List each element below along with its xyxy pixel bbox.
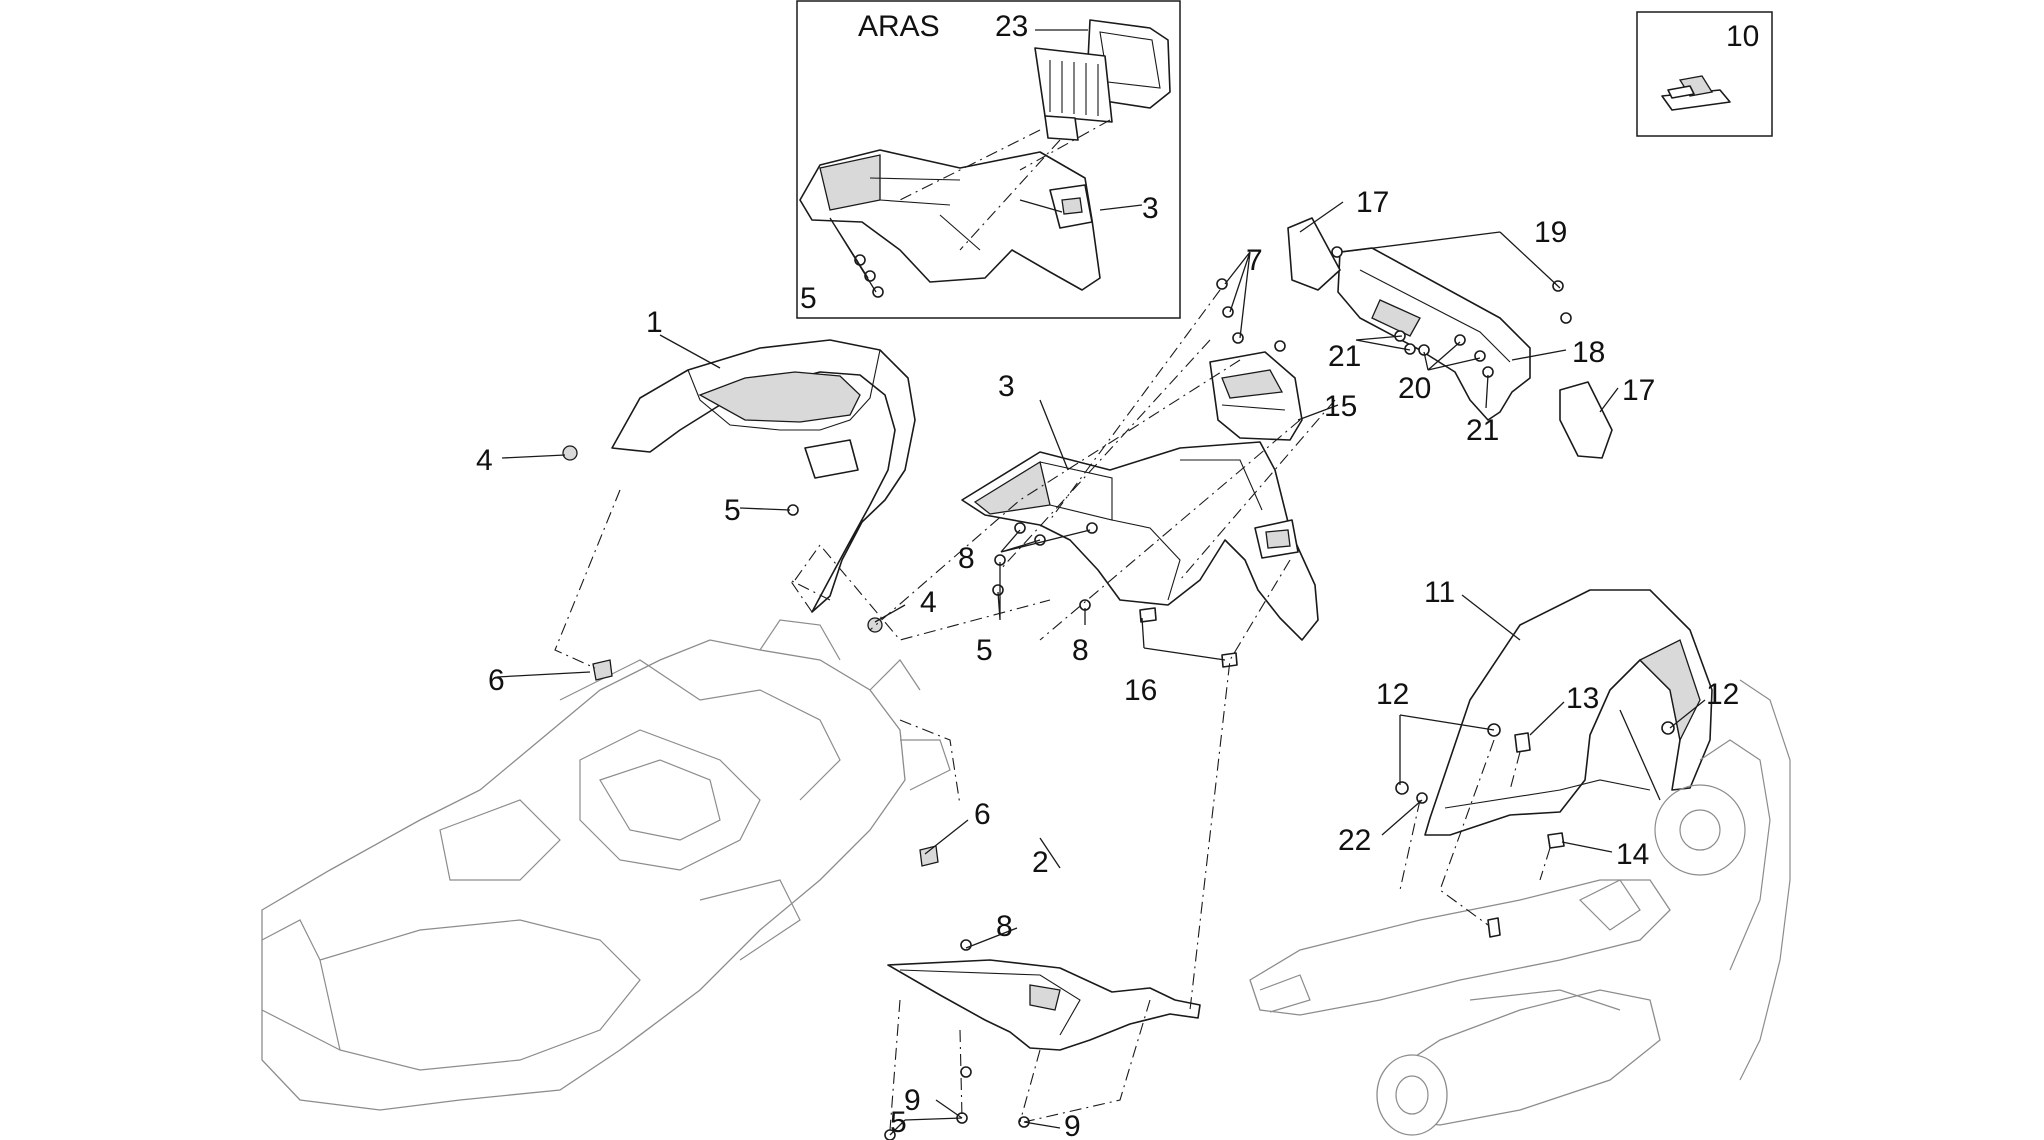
label-18: 18: [1572, 336, 1605, 369]
label-7: 7: [1246, 244, 1263, 277]
rear-subframe: [261, 619, 951, 1111]
tail-cover-1: [611, 339, 916, 613]
label-21-left: 21: [1328, 340, 1361, 373]
label-3-main: 3: [998, 370, 1015, 403]
cover-15: [1209, 351, 1303, 441]
aras-inset-frame: [796, 0, 1181, 319]
label-3-inset: 3: [1142, 192, 1159, 225]
label-5-left: 5: [724, 494, 741, 527]
swingarm-assembly: [1249, 679, 1791, 1136]
assembly-lines: [554, 289, 1551, 1131]
inset-title: ARAS: [858, 10, 940, 43]
label-9-left: 9: [904, 1084, 921, 1117]
label-8-left: 8: [958, 542, 975, 575]
label-14: 14: [1616, 838, 1649, 871]
rear-hugger-11: [1424, 589, 1713, 836]
label-8-bottom: 8: [996, 910, 1013, 943]
label-4-left: 4: [476, 444, 493, 477]
plate-holder-18: [1337, 247, 1531, 421]
aras-module-23: [1034, 19, 1171, 141]
label-22: 22: [1338, 824, 1371, 857]
label-19: 19: [1534, 216, 1567, 249]
rear-fender-3: [961, 441, 1319, 641]
aras-screws-5: [854, 254, 884, 298]
label-1: 1: [646, 306, 663, 339]
clip-10: [1661, 75, 1731, 111]
label-13: 13: [1566, 682, 1599, 715]
label-8-mid: 8: [1072, 634, 1089, 667]
label-17-top: 17: [1356, 186, 1389, 219]
reflector-17-top: [1287, 217, 1341, 291]
undertray-2: [887, 959, 1201, 1051]
label-15: 15: [1324, 390, 1357, 423]
label-9-bottom: 9: [1064, 1110, 1081, 1140]
label-5-bottom: 5: [890, 1106, 907, 1139]
label-17-right: 17: [1622, 374, 1655, 407]
label-5-mid: 5: [976, 634, 993, 667]
reflector-17-bottom: [1559, 381, 1613, 459]
leader-lines: [496, 29, 1706, 1136]
part-labels: 23 3 5 10 1 4 5 4 6 6 3 7 8 5 8 16 15 17…: [476, 10, 1759, 1140]
label-23: 23: [995, 10, 1028, 43]
label-10: 10: [1726, 20, 1759, 53]
label-20: 20: [1398, 372, 1431, 405]
aras-fender-3: [799, 149, 1101, 291]
label-12-right: 12: [1706, 678, 1739, 711]
label-6-mid: 6: [974, 798, 991, 831]
label-11: 11: [1424, 576, 1455, 609]
label-21-right: 21: [1466, 414, 1499, 447]
label-16: 16: [1124, 674, 1157, 707]
detail-10-frame: [1636, 11, 1773, 137]
label-4-mid: 4: [920, 586, 937, 619]
label-2: 2: [1032, 846, 1049, 879]
label-6-left: 6: [488, 664, 505, 697]
label-12-left: 12: [1376, 678, 1409, 711]
label-5-inset: 5: [800, 282, 817, 315]
